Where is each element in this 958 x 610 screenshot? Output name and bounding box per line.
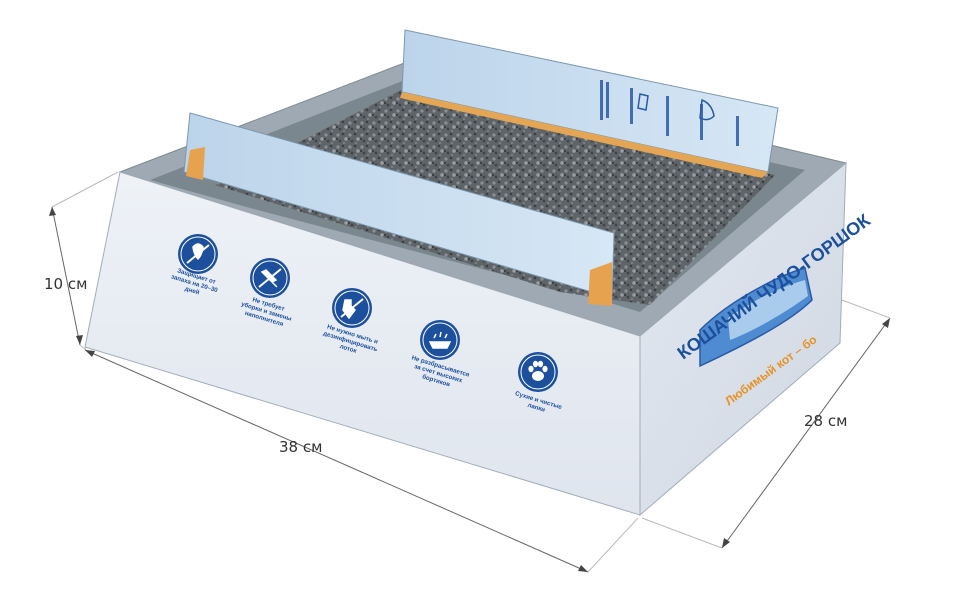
width-label: 28 см	[804, 412, 847, 430]
height-label: 10 см	[44, 275, 87, 293]
litter-box	[84, 29, 848, 517]
dimension-height: 10 см	[44, 171, 119, 351]
dimension-length: 38 см	[84, 347, 639, 573]
front-flap	[183, 112, 615, 306]
feature-item: Защищает отзапаха на 20–30дней	[170, 234, 219, 296]
wash-crossed-icon	[332, 288, 372, 328]
back-flap	[400, 29, 779, 178]
handle-cutout	[699, 267, 813, 368]
tray-litter-icon	[420, 320, 460, 360]
scoop-crossed-icon	[250, 258, 290, 298]
water-crossed-icon	[178, 234, 218, 274]
length-label: 38 см	[279, 438, 322, 456]
paw-icon	[518, 352, 558, 392]
dimension-width: 28 см	[641, 299, 891, 549]
